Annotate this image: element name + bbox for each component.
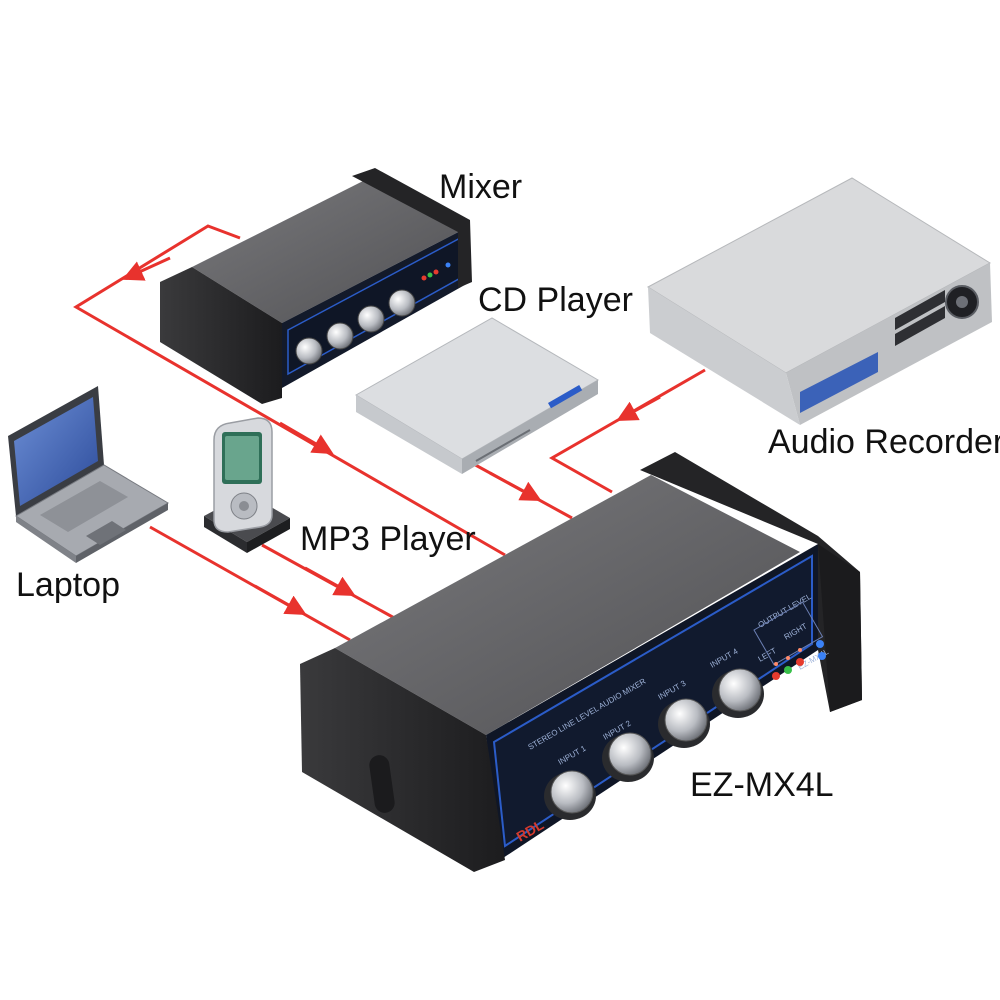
input-4-knob[interactable] [712, 668, 764, 718]
arrow-cd [489, 471, 542, 502]
arrow-mixer-in [122, 256, 171, 281]
mp3-player-label: MP3 Player [300, 520, 476, 558]
mixer-knob-1[interactable] [295, 337, 323, 365]
mixer-knobs [295, 289, 416, 365]
input-3-knob[interactable] [658, 698, 710, 748]
cd-player-device [355, 317, 599, 474]
mixer-level-leds [421, 262, 451, 281]
recorder-buttons [895, 290, 945, 346]
input-1-knob[interactable] [544, 770, 596, 820]
input-2-knob[interactable] [602, 732, 654, 782]
laptop-device [8, 386, 169, 563]
signal-lines [73, 224, 706, 642]
cd-player-label: CD Player [478, 281, 633, 319]
ez-mx4l-device: STEREO LINE LEVEL AUDIO MIXER INPUT 1 IN… [300, 452, 862, 872]
arrow-mp3 [304, 566, 356, 597]
arrow-mixer-out [279, 421, 334, 455]
mixer-knob-2[interactable] [326, 322, 354, 350]
line-laptop-to-ezmx4l [149, 525, 351, 642]
mixer-device [160, 168, 472, 404]
laptop-label: Laptop [16, 566, 120, 604]
arrow-laptop [254, 584, 307, 616]
audio-recorder-device [647, 177, 992, 425]
ez-mx4l-label: EZ-MX4L [690, 766, 834, 804]
ez-mx4l-output-meter [753, 601, 826, 680]
arrow-recorder [616, 395, 661, 422]
mixer-knob-3[interactable] [357, 305, 385, 333]
audio-recorder-label: Audio Recorder [768, 423, 1000, 461]
mp3-player-device [204, 417, 290, 553]
mixer-label: Mixer [439, 168, 523, 206]
mixer-knob-4[interactable] [388, 289, 416, 317]
ez-mx4l-knobs [544, 668, 764, 820]
